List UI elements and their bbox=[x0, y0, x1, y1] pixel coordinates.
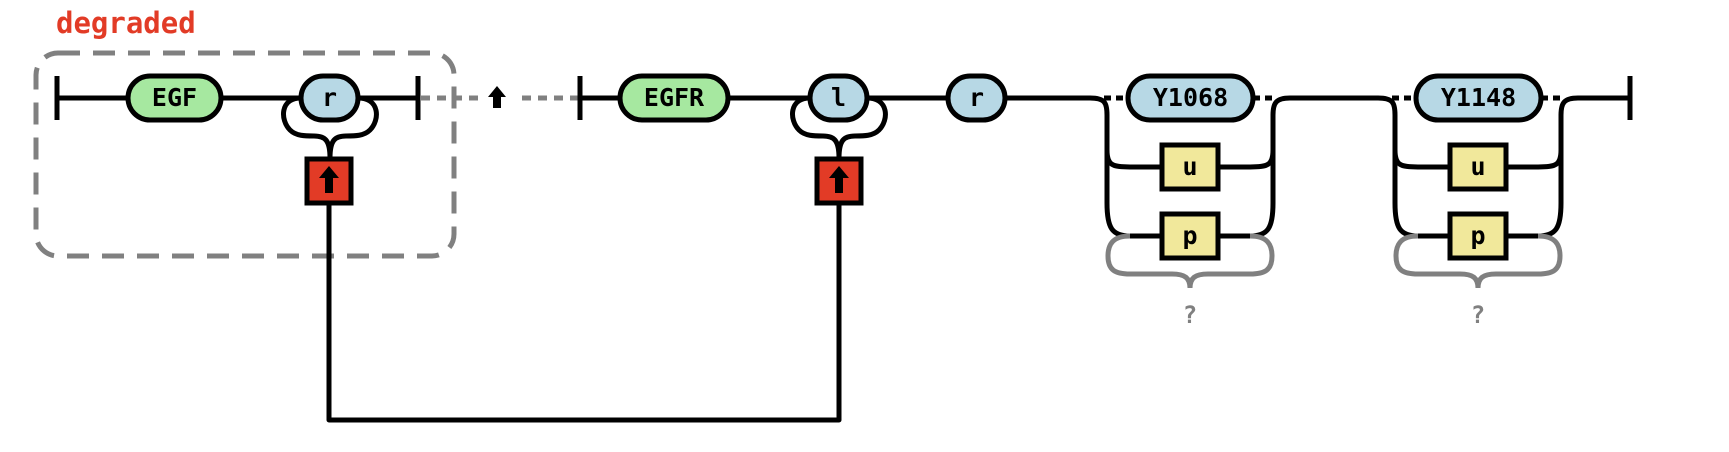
wire bbox=[1506, 149, 1564, 170]
degraded-group-box bbox=[33, 50, 457, 259]
site-label-egfr-r: r bbox=[969, 83, 984, 112]
state-label-y1148-u: u bbox=[1470, 152, 1485, 181]
site-label-y1068: Y1068 bbox=[1153, 83, 1228, 112]
site-group-y1148: Y1148 u p ? bbox=[1377, 73, 1579, 329]
agent-label-egfr: EGFR bbox=[644, 83, 705, 112]
agent-egfr: EGFR l r Y1068 u p ? bbox=[577, 73, 1633, 329]
state-box-y1068-u[interactable] bbox=[1159, 142, 1221, 192]
optional-label: ? bbox=[1471, 301, 1485, 329]
degraded-label: degraded bbox=[56, 6, 196, 40]
state-label-y1148-p: p bbox=[1470, 221, 1485, 250]
arrow-up-icon bbox=[319, 166, 339, 193]
site-label-y1148: Y1148 bbox=[1441, 83, 1516, 112]
wire bbox=[1218, 149, 1276, 170]
arrow-up-icon bbox=[488, 86, 506, 108]
complex-separator bbox=[421, 86, 578, 108]
optional-brace bbox=[1105, 233, 1275, 289]
wire bbox=[1392, 149, 1450, 170]
arrow-up-icon bbox=[829, 166, 849, 193]
optional-label: ? bbox=[1183, 301, 1197, 329]
wire bbox=[1104, 149, 1162, 170]
bond-line-egf-r-egfr-l[interactable] bbox=[326, 203, 842, 423]
site-label-egfr-l: l bbox=[831, 83, 846, 112]
site-group-y1068: Y1068 u p ? bbox=[1089, 73, 1291, 329]
site-label-egf-r: r bbox=[322, 83, 337, 112]
agent-label-egf: EGF bbox=[152, 83, 197, 112]
state-label-y1068-p: p bbox=[1182, 221, 1197, 250]
optional-brace bbox=[1393, 233, 1563, 289]
state-label-y1068-u: u bbox=[1182, 152, 1197, 181]
agent-egf: EGF r bbox=[54, 73, 421, 206]
